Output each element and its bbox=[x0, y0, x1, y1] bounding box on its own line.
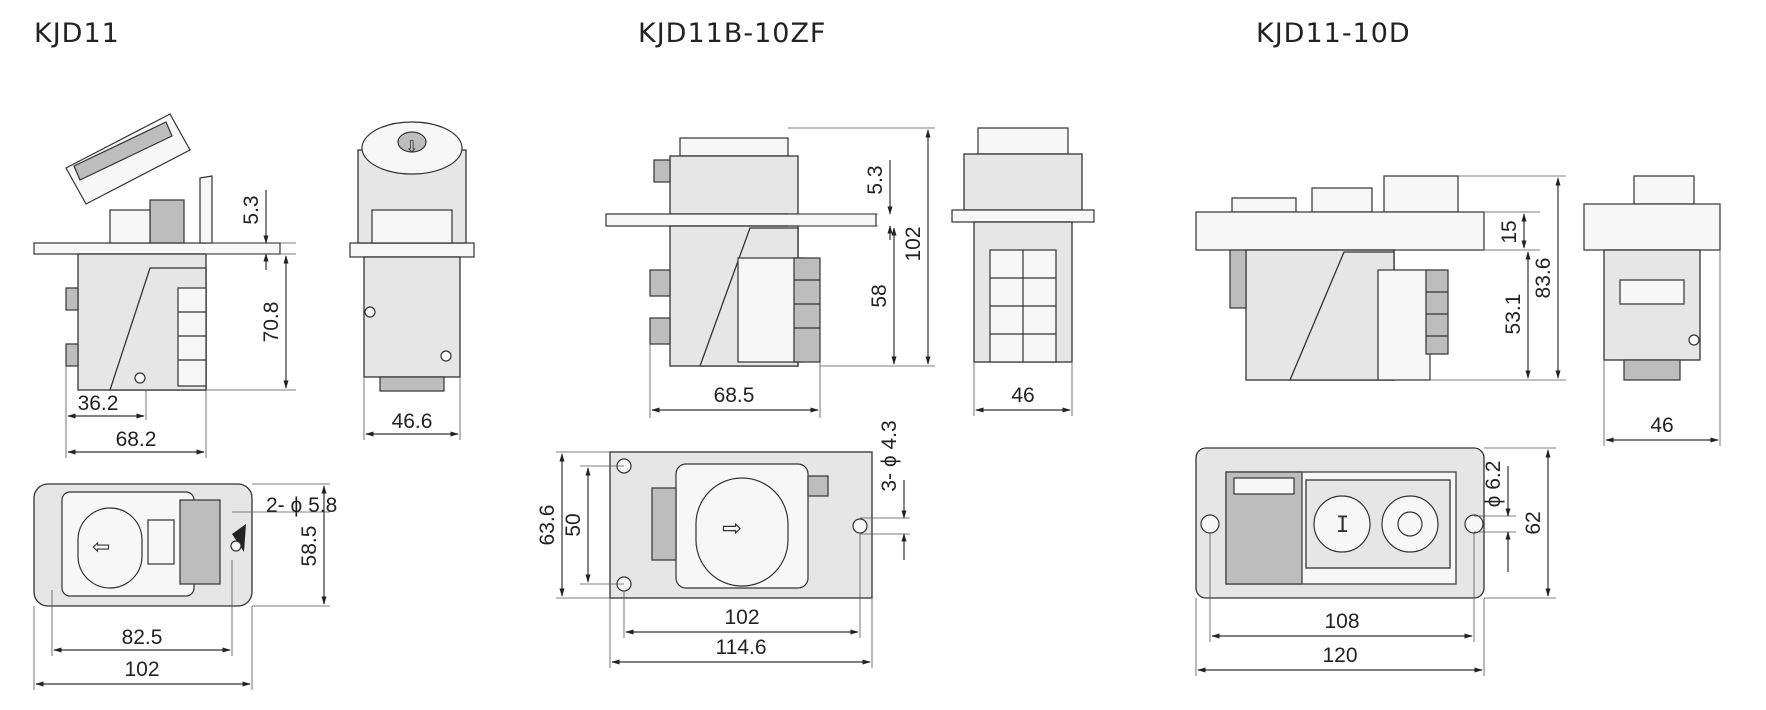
kjd11-10d-front-view bbox=[1583, 175, 1721, 381]
kjd11b-plan-dim-inner-h: 50 bbox=[562, 513, 585, 536]
kjd11-10d-plan-dim-outer: 120 bbox=[1322, 644, 1357, 667]
kjd11-plan-dim-holes: 2- ϕ 5.8 bbox=[266, 494, 337, 517]
svg-text:⇨: ⇨ bbox=[722, 514, 742, 542]
kjd11b-side-dim-top: 5.3 bbox=[864, 165, 887, 194]
svg-text:⇩: ⇩ bbox=[405, 137, 418, 156]
kjd11-plan-view: ⇦ bbox=[33, 483, 253, 607]
kjd11b-side-dim-width: 68.5 bbox=[714, 384, 755, 407]
kjd11-side-dim-height: 70.8 bbox=[260, 302, 283, 343]
title-kjd11: KJD11 bbox=[34, 18, 120, 49]
kjd11b-side-dim-body: 58 bbox=[868, 284, 891, 307]
kjd11b-plan-dim-holes: 3- ϕ 4.3 bbox=[878, 420, 901, 491]
svg-text:I: I bbox=[1336, 513, 1349, 538]
kjd11-10d-plan-dim-hole: ϕ 6.2 bbox=[1482, 461, 1505, 508]
kjd11b-side-dim-total: 102 bbox=[902, 226, 925, 261]
kjd11-10d-plan-view: I bbox=[1195, 447, 1485, 599]
kjd11b-plan-dim-outer-h: 63.6 bbox=[536, 505, 559, 546]
kjd11b-front-view bbox=[951, 127, 1095, 363]
kjd11b-plan-dim-outer: 114.6 bbox=[716, 636, 767, 659]
kjd11-front-dim-width: 46.6 bbox=[392, 410, 433, 433]
title-kjd11b-10zf: KJD11B-10ZF bbox=[638, 18, 827, 49]
kjd11-side-dim-top: 5.3 bbox=[240, 195, 263, 224]
kjd11-plan-dim-inner: 82.5 bbox=[122, 626, 163, 649]
kjd11b-side-view bbox=[605, 137, 877, 367]
kjd11-10d-side-dim-total: 83.6 bbox=[1532, 258, 1555, 299]
kjd11-front-view: ⇩ bbox=[349, 121, 475, 392]
kjd11b-front-dim-width: 46 bbox=[1011, 384, 1034, 407]
kjd11-side-view bbox=[33, 113, 281, 391]
kjd11-side-dim-width: 68.2 bbox=[116, 428, 157, 451]
kjd11-plan-dim-height: 58.5 bbox=[298, 526, 321, 567]
kjd11b-plan-dim-inner: 102 bbox=[724, 606, 759, 629]
kjd11-10d-side-view bbox=[1195, 175, 1485, 381]
kjd11-plan-dim-outer: 102 bbox=[124, 658, 159, 681]
kjd11-10d-front-dim-width: 46 bbox=[1650, 414, 1673, 437]
title-kjd11-10d: KJD11-10D bbox=[1256, 18, 1411, 49]
kjd11-10d-plan-dim-inner: 108 bbox=[1324, 610, 1359, 633]
kjd11-10d-plan-dim-height: 62 bbox=[1522, 511, 1545, 534]
kjd11-10d-side-dim-body: 53.1 bbox=[1502, 294, 1525, 335]
svg-text:⇦: ⇦ bbox=[92, 535, 110, 560]
kjd11b-plan-view: ⇨ bbox=[609, 451, 873, 599]
kjd11-side-dim-left: 36.2 bbox=[78, 392, 119, 415]
kjd11-10d-side-dim-top: 15 bbox=[1498, 220, 1521, 243]
